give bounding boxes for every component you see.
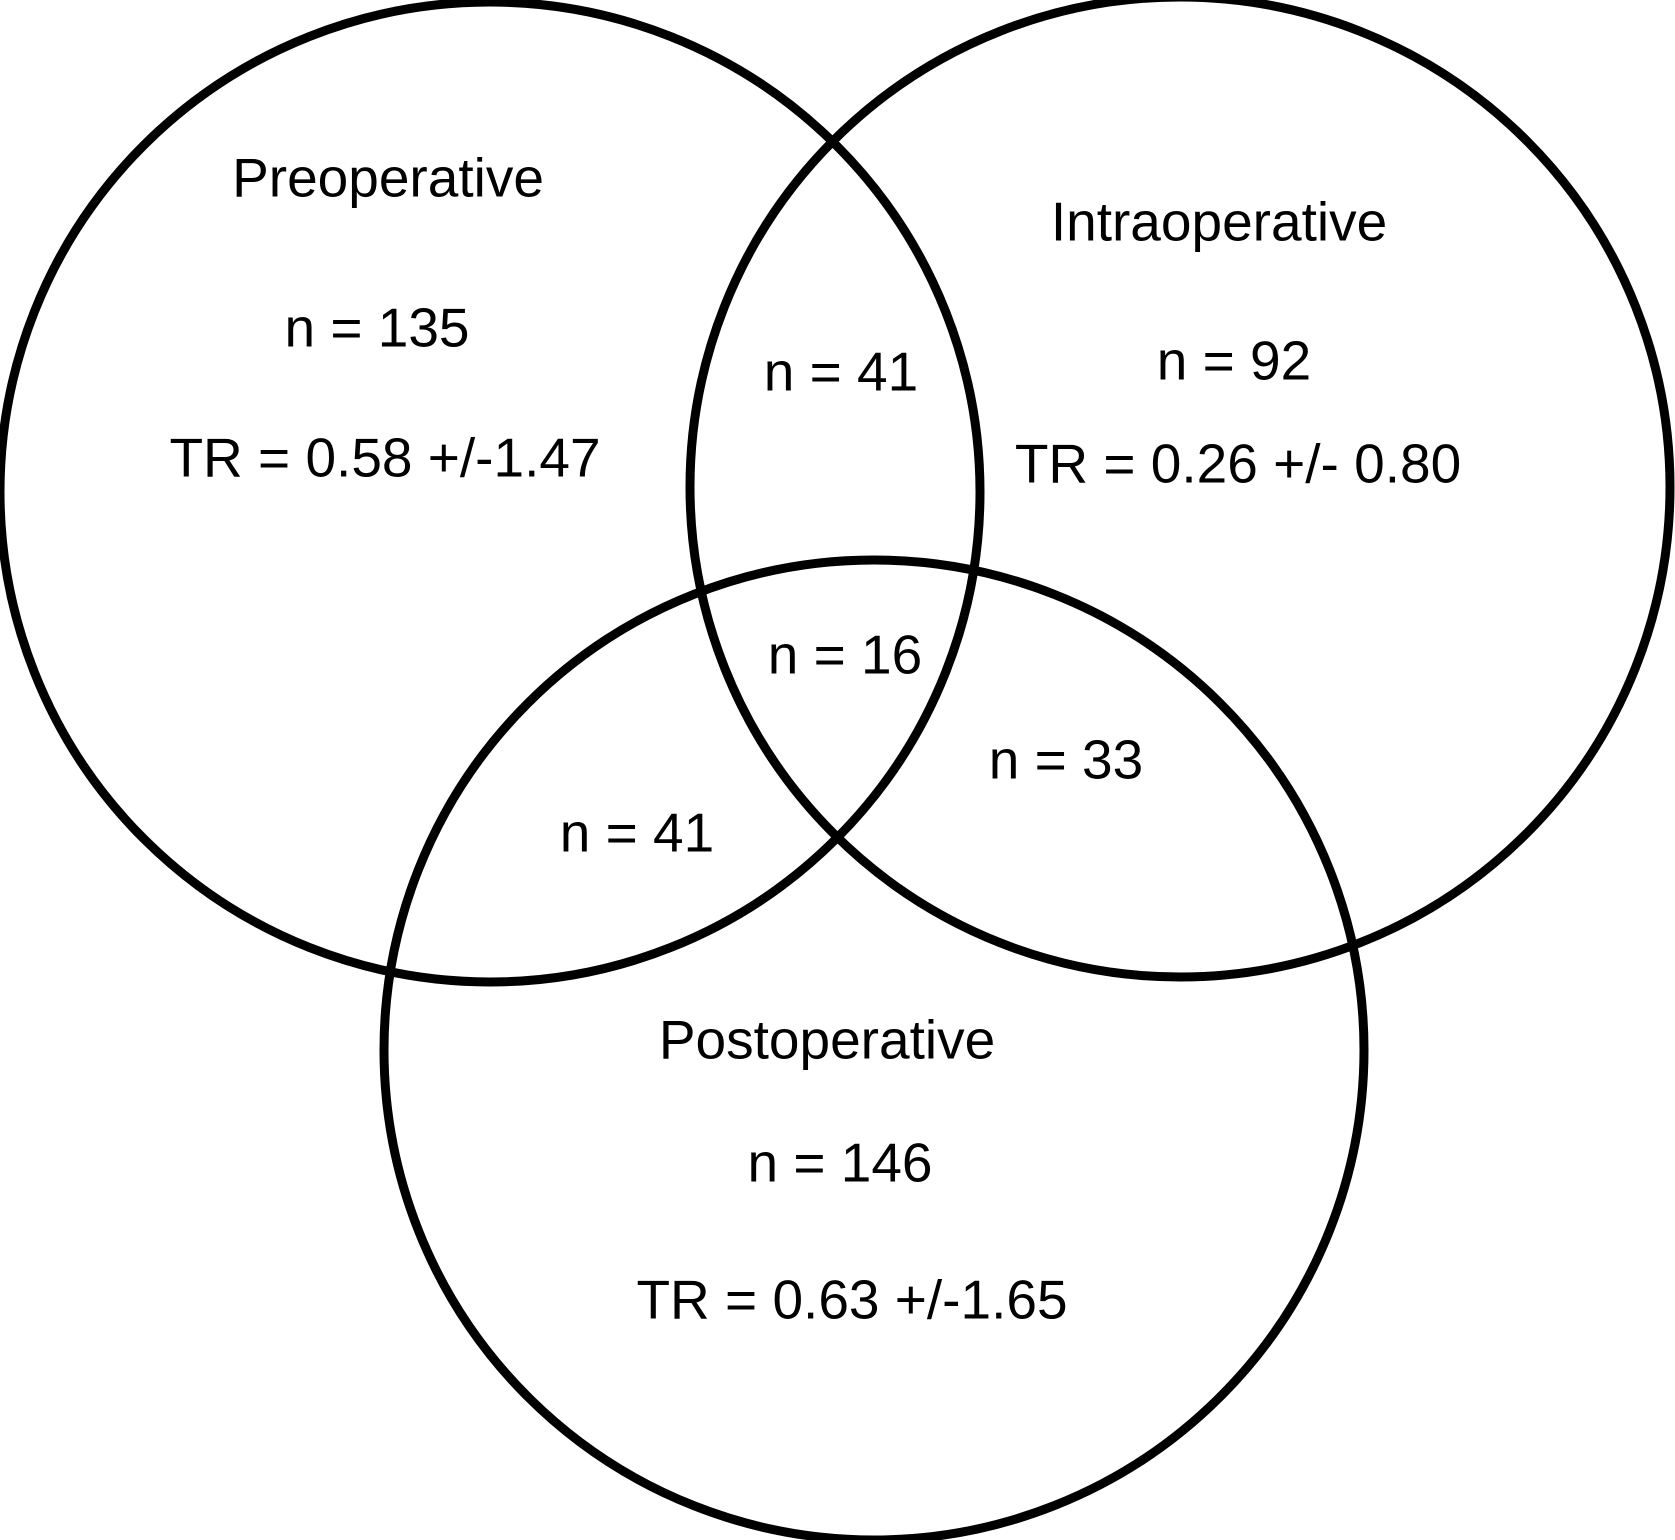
overlap-pre-intra-n-value: n = 41 (763, 340, 919, 403)
overlap-all-three-n-value: n = 16 (767, 623, 923, 686)
postoperative-tr-value: TR = 0.63 +/-1.65 (636, 1268, 1068, 1331)
postoperative-set-label: Postoperative (658, 1008, 996, 1071)
postoperative-n-value: n = 146 (747, 1131, 933, 1194)
intraoperative-set-label: Intraoperative (1050, 190, 1388, 253)
overlap-pre-post-n-value: n = 41 (559, 801, 715, 864)
preoperative-set-label: Preoperative (232, 146, 544, 209)
intraoperative-tr-value: TR = 0.26 +/- 0.80 (1014, 432, 1462, 495)
overlap-intra-post-n-value: n = 33 (988, 728, 1144, 791)
preoperative-n-value: n = 135 (284, 296, 470, 359)
postoperative-circle (379, 555, 1369, 1540)
preoperative-tr-value: TR = 0.58 +/-1.47 (169, 426, 601, 489)
intraoperative-n-value: n = 92 (1156, 329, 1312, 392)
intraoperative-circle (685, 0, 1675, 982)
preoperative-circle (0, 0, 985, 987)
